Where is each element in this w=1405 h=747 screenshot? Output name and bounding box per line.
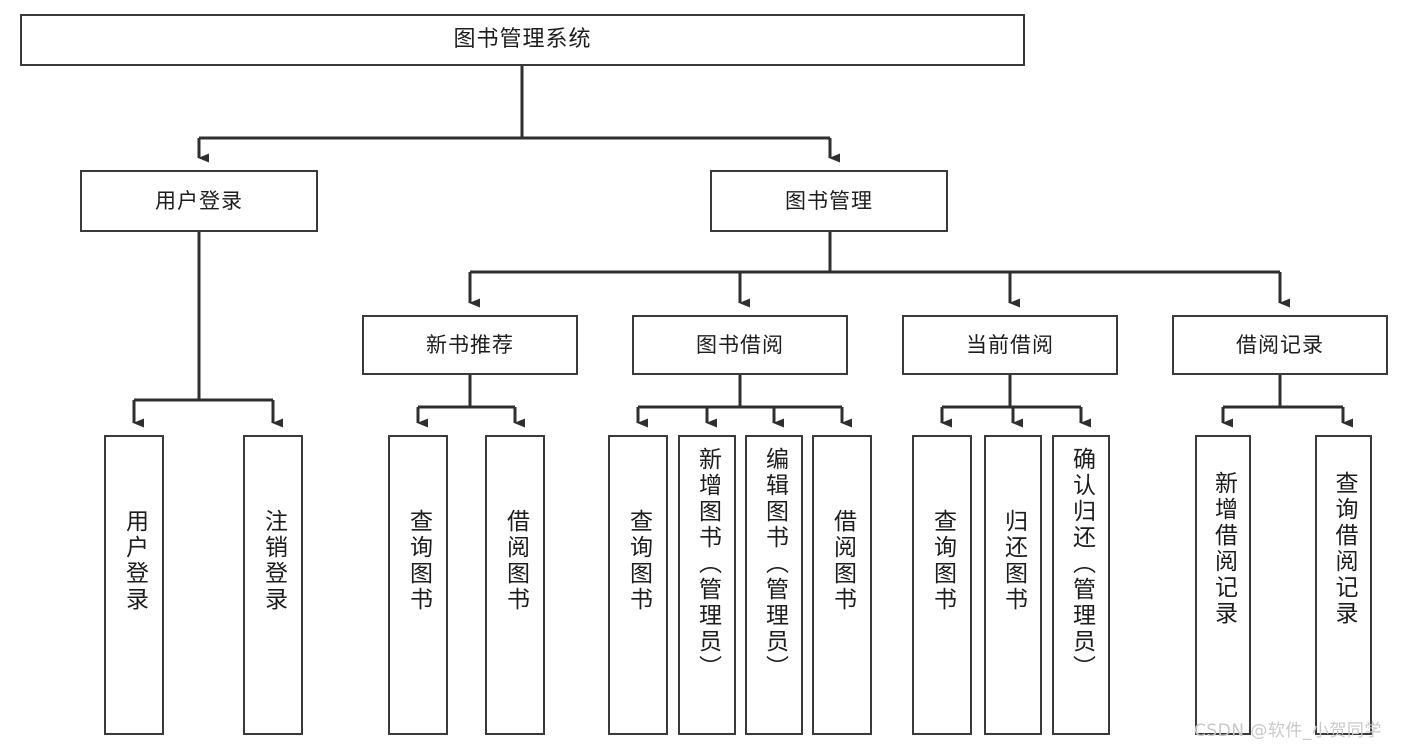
node-user-login[interactable]: 用户登录 bbox=[80, 170, 318, 232]
node-leaf-logout[interactable]: 注销登录 bbox=[243, 435, 303, 735]
node-leaf-borrow-book[interactable]: 借阅图书 bbox=[812, 435, 872, 735]
node-leaf-logout-label: 注销登录 bbox=[260, 509, 287, 613]
node-current-borrow[interactable]: 当前借阅 bbox=[902, 315, 1118, 375]
node-leaf-query-book-recommend[interactable]: 查询图书 bbox=[388, 435, 448, 735]
node-root[interactable]: 图书管理系统 bbox=[20, 14, 1025, 66]
node-leaf-query-book-current-label: 查询图书 bbox=[929, 509, 956, 613]
node-book-management[interactable]: 图书管理 bbox=[710, 170, 948, 232]
node-book-borrow-label: 图书借阅 bbox=[696, 332, 784, 357]
csdn-watermark: CSDN @软件_小贺同学 bbox=[1194, 721, 1382, 741]
node-leaf-return-book[interactable]: 归还图书 bbox=[984, 435, 1042, 735]
node-book-borrow[interactable]: 图书借阅 bbox=[632, 315, 848, 375]
node-book-management-label: 图书管理 bbox=[785, 188, 873, 213]
node-leaf-query-book-current[interactable]: 查询图书 bbox=[912, 435, 972, 735]
node-leaf-return-book-label: 归还图书 bbox=[1000, 509, 1027, 613]
node-leaf-edit-book-admin-label: 编辑图书（管理员） bbox=[761, 447, 788, 681]
node-leaf-borrow-book-recommend-label: 借阅图书 bbox=[502, 509, 529, 613]
node-borrow-record-label: 借阅记录 bbox=[1236, 332, 1324, 357]
node-leaf-user-login[interactable]: 用户登录 bbox=[104, 435, 164, 735]
node-leaf-query-book-recommend-label: 查询图书 bbox=[405, 509, 432, 613]
node-leaf-add-book-admin-label: 新增图书（管理员） bbox=[694, 447, 721, 681]
node-leaf-query-borrow-record[interactable]: 查询借阅记录 bbox=[1315, 435, 1372, 735]
node-leaf-add-borrow-record[interactable]: 新增借阅记录 bbox=[1195, 435, 1251, 735]
node-borrow-record[interactable]: 借阅记录 bbox=[1172, 315, 1388, 375]
node-leaf-query-book-borrow[interactable]: 查询图书 bbox=[608, 435, 668, 735]
node-user-login-label: 用户登录 bbox=[155, 188, 243, 213]
node-leaf-query-borrow-record-label: 查询借阅记录 bbox=[1331, 471, 1357, 627]
node-leaf-borrow-book-label: 借阅图书 bbox=[829, 509, 856, 613]
node-leaf-confirm-return-admin[interactable]: 确认归还（管理员） bbox=[1052, 435, 1110, 735]
node-leaf-edit-book-admin[interactable]: 编辑图书（管理员） bbox=[745, 435, 803, 735]
node-leaf-confirm-return-admin-label: 确认归还（管理员） bbox=[1068, 447, 1095, 681]
node-leaf-query-book-borrow-label: 查询图书 bbox=[625, 509, 652, 613]
node-current-borrow-label: 当前借阅 bbox=[966, 332, 1054, 357]
node-leaf-borrow-book-recommend[interactable]: 借阅图书 bbox=[485, 435, 545, 735]
node-new-book-recommend-label: 新书推荐 bbox=[426, 332, 514, 357]
node-new-book-recommend[interactable]: 新书推荐 bbox=[362, 315, 578, 375]
node-leaf-add-borrow-record-label: 新增借阅记录 bbox=[1210, 471, 1237, 627]
node-root-label: 图书管理系统 bbox=[453, 27, 592, 53]
node-leaf-add-book-admin[interactable]: 新增图书（管理员） bbox=[678, 435, 736, 735]
node-leaf-user-login-label: 用户登录 bbox=[121, 509, 148, 613]
